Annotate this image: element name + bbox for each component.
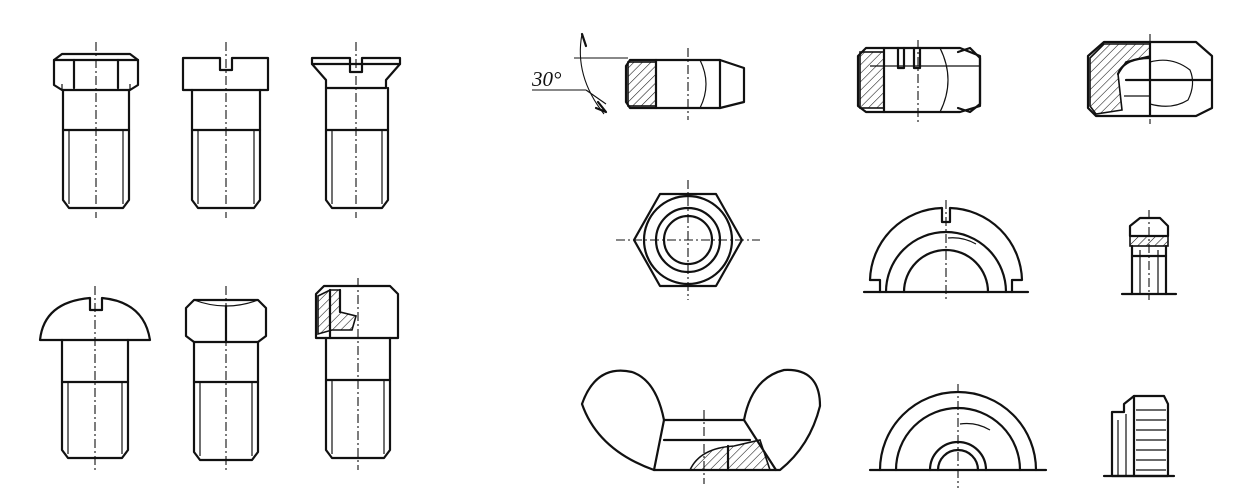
wing-nut	[580, 368, 822, 484]
slotted-cheese-head-screw	[181, 42, 270, 218]
cap-nut-half-view	[868, 384, 1048, 488]
cap-nut-small-side	[1102, 394, 1176, 478]
cap-nut-section	[1086, 34, 1214, 124]
hex-nut-chamfered: 30°	[531, 32, 746, 120]
slotted-nut	[856, 40, 982, 122]
countersunk-slotted-screw	[310, 42, 402, 218]
round-head-slotted-screw	[38, 286, 152, 470]
chamfer-angle-label: 30°	[531, 67, 562, 91]
hex-nut-top-view	[616, 180, 760, 300]
slotted-nut-half-view	[862, 200, 1030, 300]
hex-head-bolt	[52, 42, 140, 218]
slotted-nut-small-side	[1120, 210, 1178, 300]
knurl-lines	[1136, 409, 1166, 471]
hex-head-bolt-side	[184, 286, 268, 470]
square-head-bolt-section	[314, 278, 400, 470]
